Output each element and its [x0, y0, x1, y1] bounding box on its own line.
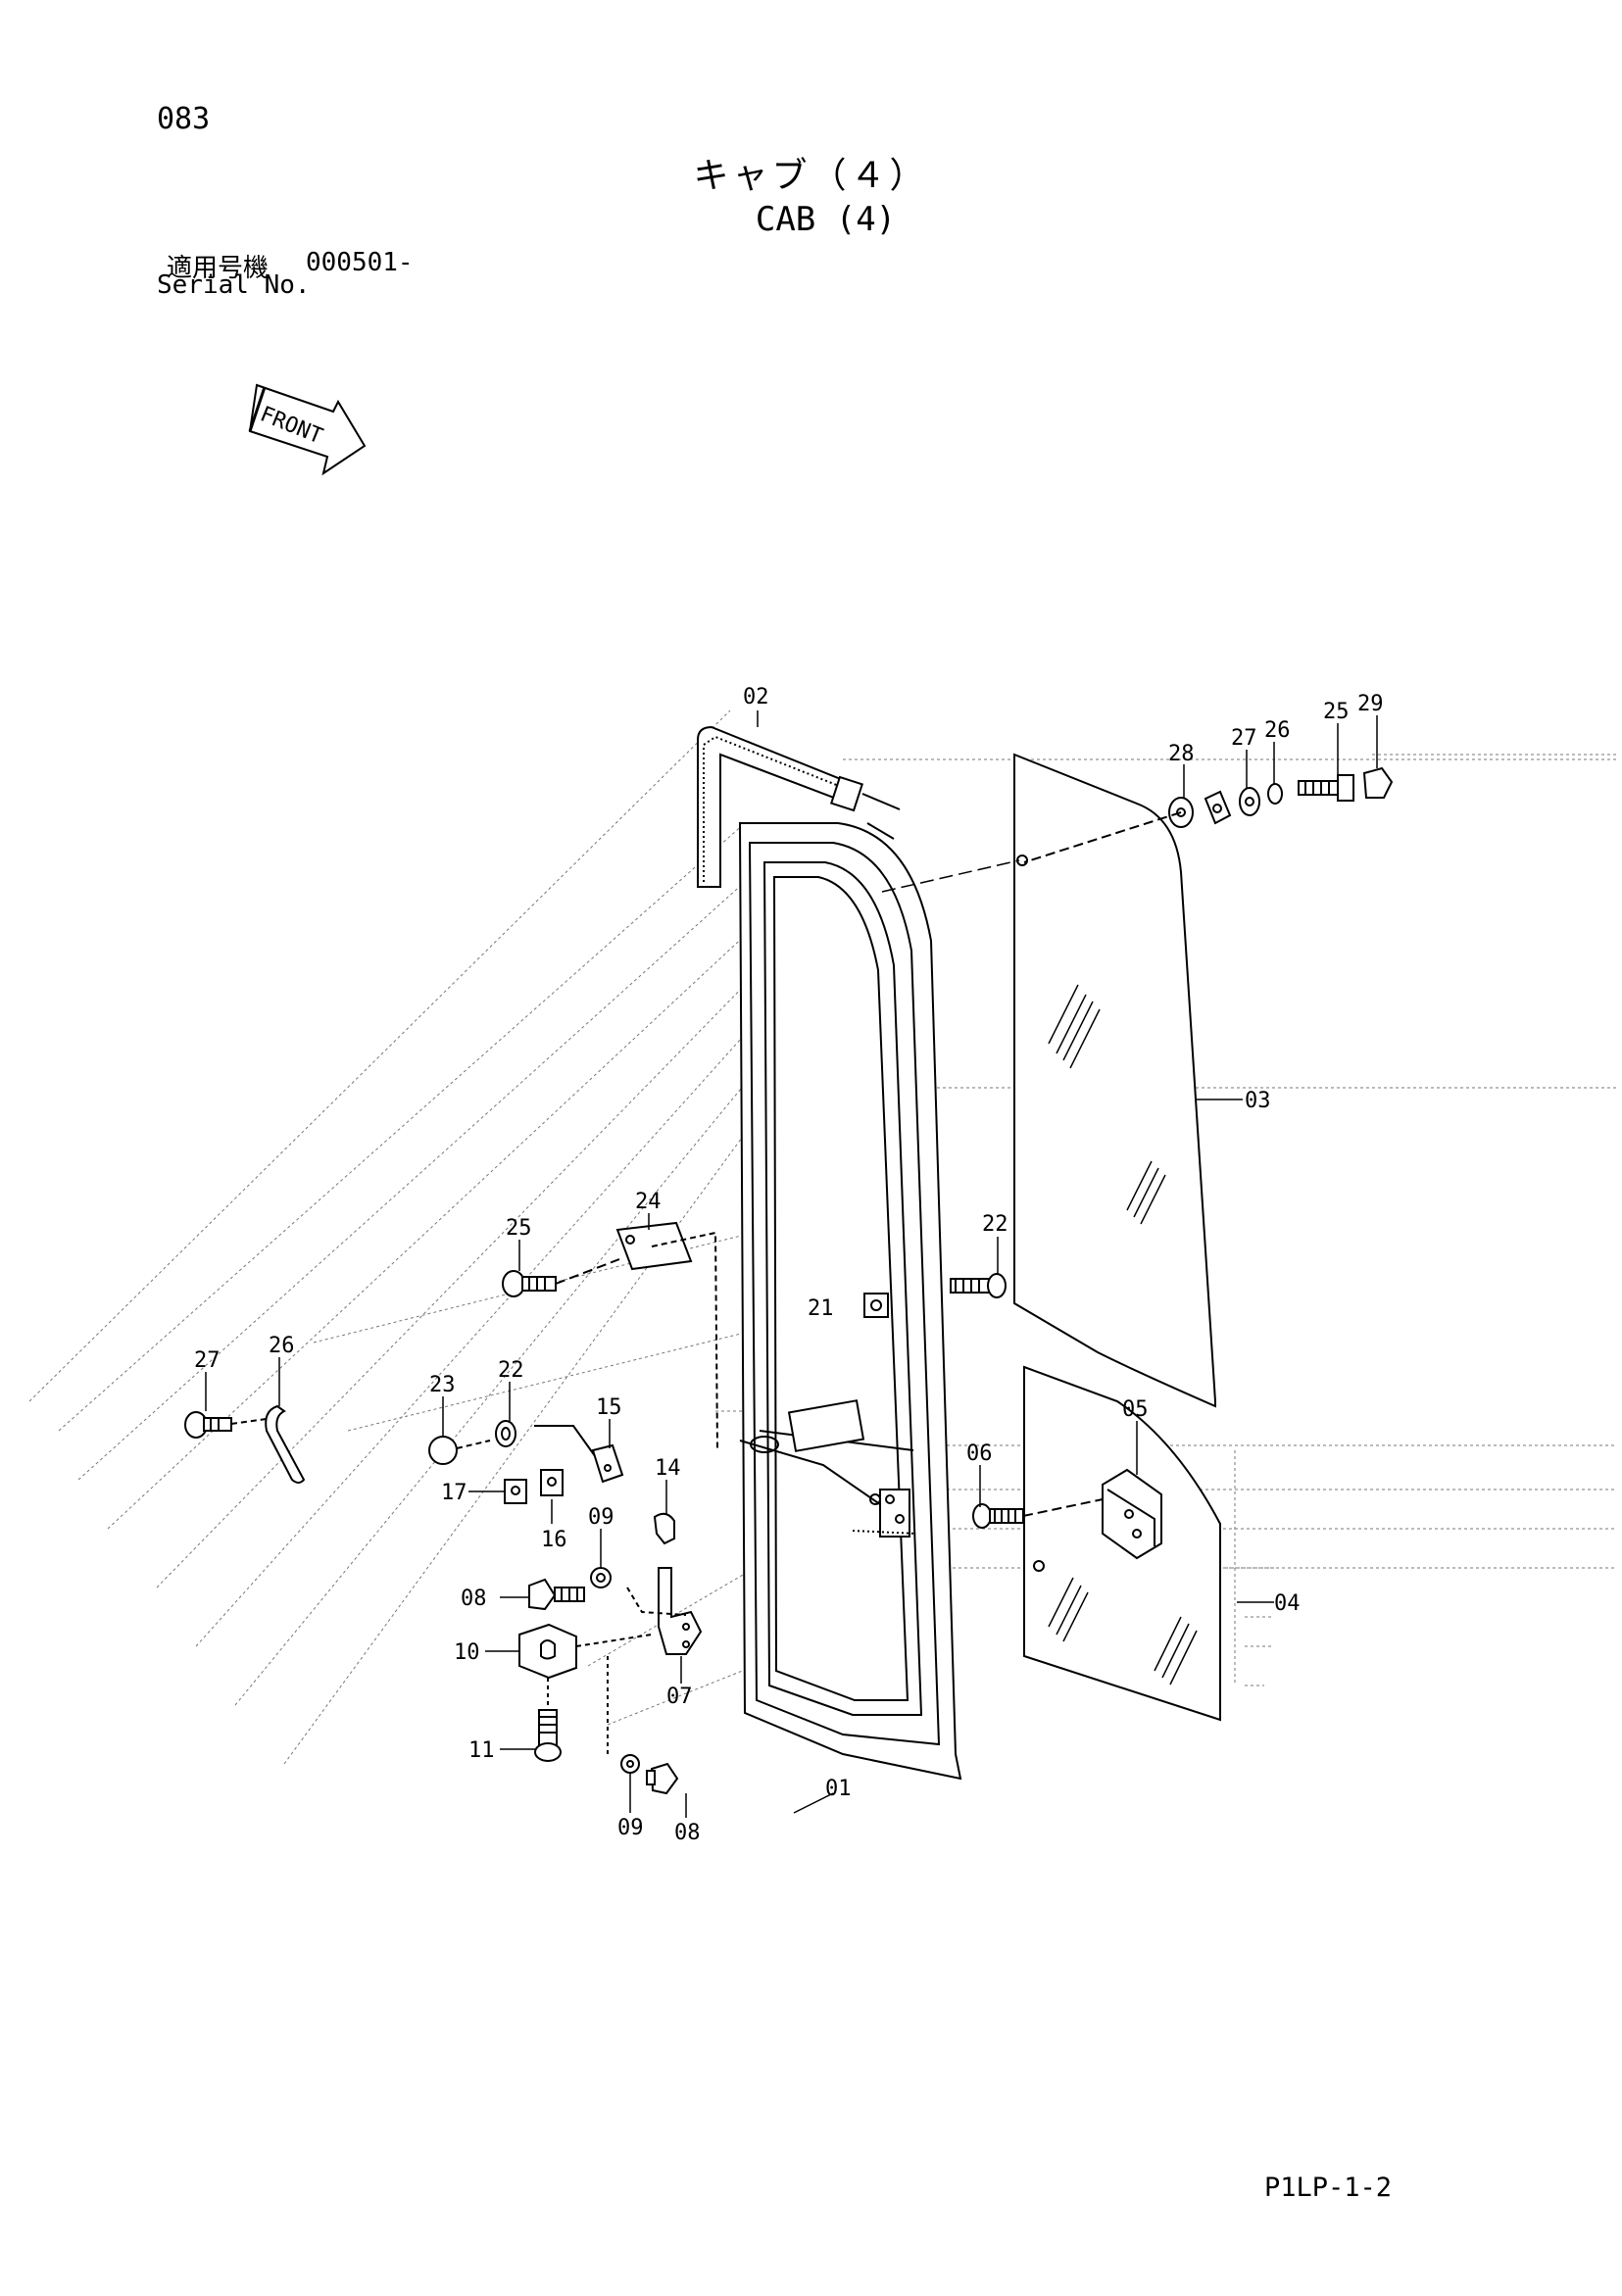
hinge-block-10-part	[518, 1623, 653, 1754]
part-label-04: 04	[1274, 1591, 1301, 1616]
nut-16-part	[863, 1293, 889, 1318]
hinge-07-part	[626, 1567, 703, 1655]
part-labels: 02 28 27 26 25 29 03 22 25 24 21 27 26 2…	[194, 685, 1384, 1845]
part-label-19: 23	[429, 1373, 456, 1397]
door-frame-part	[738, 822, 962, 1781]
part-label-09b: 09	[617, 1816, 644, 1840]
bolt-set-part	[1023, 766, 1394, 863]
part-label-01: 01	[825, 1777, 852, 1801]
part-label-26: 26	[1264, 718, 1291, 743]
screw-22-part	[502, 1258, 620, 1297]
part-label-08a: 08	[461, 1587, 487, 1611]
clip-14-part	[540, 1469, 564, 1496]
serial-label-japanese: 適用号機	[167, 254, 270, 283]
part-label-29: 29	[1357, 692, 1384, 716]
front-arrow-icon: FRONT	[248, 383, 367, 476]
part-label-12: 14	[655, 1456, 681, 1481]
part-label-16: 21	[808, 1296, 834, 1321]
serial-label-english: Serial No.	[157, 270, 311, 300]
part-label-18: 22	[498, 1358, 524, 1383]
weatherstrip-part	[697, 725, 901, 888]
rod-13-part	[534, 1425, 624, 1484]
plate-21-part	[615, 1221, 718, 1451]
screw-24-part	[184, 1411, 268, 1439]
part-label-22: 25	[506, 1216, 532, 1241]
pin-12-part	[653, 1512, 675, 1545]
upper-glass-part	[881, 753, 1216, 1408]
part-label-15: 17	[441, 1481, 467, 1505]
grommet-18-part	[495, 1420, 516, 1447]
part-label-06: 06	[966, 1441, 993, 1466]
part-label-17: 22	[982, 1212, 1008, 1237]
part-label-11: 11	[468, 1738, 495, 1763]
clip-15-part	[504, 1479, 527, 1504]
bolt-08-part	[528, 1578, 679, 1795]
part-label-24: 27	[194, 1348, 221, 1373]
part-label-28: 28	[1168, 742, 1195, 766]
label-leaders	[205, 710, 1378, 1818]
page-number: 083	[157, 102, 211, 136]
ball-19-part	[428, 1436, 491, 1465]
part-label-23: 26	[269, 1334, 295, 1358]
part-label-03: 03	[1245, 1089, 1271, 1113]
part-label-10: 10	[454, 1640, 480, 1665]
serial-range: 000501-	[306, 248, 414, 277]
part-label-02: 02	[743, 685, 769, 709]
washer-09-part	[590, 1567, 640, 1774]
part-label-09a: 09	[588, 1505, 614, 1530]
part-label-27: 27	[1231, 726, 1257, 751]
page-title-japanese: キャブ（４）	[693, 156, 929, 196]
part-label-07: 07	[666, 1685, 693, 1709]
screw-06-part	[972, 1498, 1104, 1529]
part-label-14: 16	[541, 1528, 567, 1552]
footer-code: P1LP-1-2	[1264, 2173, 1393, 2203]
handle-23-part	[265, 1404, 306, 1484]
part-label-08b: 08	[674, 1821, 701, 1845]
part-label-21: 24	[635, 1190, 662, 1214]
latch-block-part	[1102, 1468, 1162, 1560]
part-label-05: 05	[1122, 1397, 1149, 1422]
part-label-13: 15	[596, 1395, 622, 1420]
page-title-english: CAB (4)	[755, 200, 897, 239]
part-label-25: 25	[1323, 700, 1350, 724]
bolt-11-part	[534, 1678, 562, 1762]
screw-17-part	[950, 1273, 1007, 1298]
